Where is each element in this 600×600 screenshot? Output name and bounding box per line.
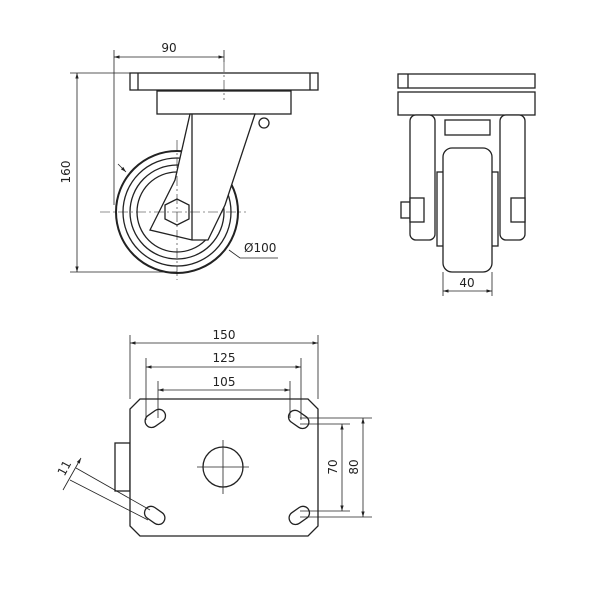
swivel-head-front bbox=[397, 91, 536, 116]
dim-80: 80 bbox=[347, 459, 361, 474]
dim-105: 105 bbox=[213, 375, 236, 389]
front-view: 40 bbox=[397, 73, 536, 296]
axle-bolt-head bbox=[400, 201, 411, 219]
dim-160: 160 bbox=[59, 161, 73, 184]
side-view: 90 160 Ø100 bbox=[59, 41, 319, 280]
wheel-front bbox=[442, 147, 493, 273]
dim-90: 90 bbox=[161, 41, 176, 55]
dim-diameter: Ø100 bbox=[244, 241, 276, 255]
mounting-plate bbox=[129, 398, 319, 537]
side-lug bbox=[114, 442, 131, 492]
dim-11: 11 bbox=[55, 458, 75, 478]
dim-40: 40 bbox=[459, 276, 474, 290]
dim-125: 125 bbox=[213, 351, 236, 365]
dim-150: 150 bbox=[213, 328, 236, 342]
kingpin-nut bbox=[444, 119, 491, 136]
plate-view: 150 125 105 70 80 11 bbox=[55, 328, 372, 537]
dim-70: 70 bbox=[326, 459, 340, 474]
grease-nipple bbox=[258, 117, 270, 129]
top-plate-front bbox=[397, 73, 536, 89]
fork bbox=[149, 113, 256, 241]
